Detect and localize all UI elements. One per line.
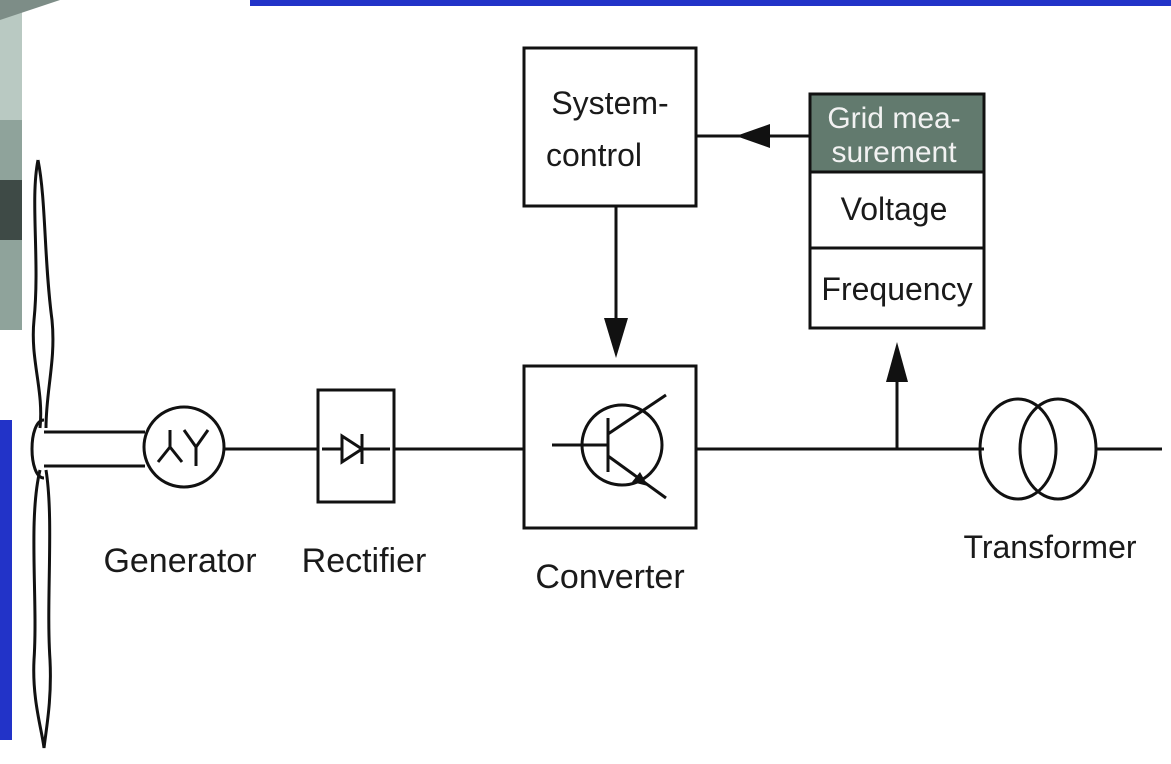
left-blue-bar <box>0 420 12 740</box>
grid-measurement-header-line1: Grid mea- <box>827 102 960 135</box>
transformer-coils-icon <box>978 397 1162 501</box>
diode-icon <box>322 433 390 465</box>
rectifier-block <box>316 388 396 504</box>
system-control-label-line1: System- <box>551 85 668 121</box>
photo-corner-image <box>0 0 60 330</box>
generator-symbol <box>142 405 226 489</box>
control-arrow-down <box>604 206 628 358</box>
grid-measurement-frequency: Frequency <box>821 271 972 307</box>
converter-block <box>522 364 698 530</box>
top-blue-bar <box>250 0 1171 6</box>
grid-measurement-header-line2: surement <box>831 136 957 169</box>
wye-wye-generator-icon <box>156 429 210 466</box>
system-control-block: System- control <box>522 46 698 208</box>
drive-shaft <box>44 430 145 468</box>
converter-label: Converter <box>535 558 684 596</box>
measurement-arrow-left <box>696 124 810 148</box>
rotor-blade-icon <box>30 159 55 749</box>
grid-measurement-block: Grid mea- surement Voltage Frequency <box>808 92 986 330</box>
rectifier-label: Rectifier <box>302 542 427 580</box>
generator-label: Generator <box>103 542 256 580</box>
transistor-icon <box>552 393 667 500</box>
system-control-label-line2: control <box>546 137 642 173</box>
measurement-arrow-up <box>886 342 908 449</box>
grid-measurement-voltage: Voltage <box>841 191 948 227</box>
transformer-label: Transformer <box>963 529 1136 565</box>
